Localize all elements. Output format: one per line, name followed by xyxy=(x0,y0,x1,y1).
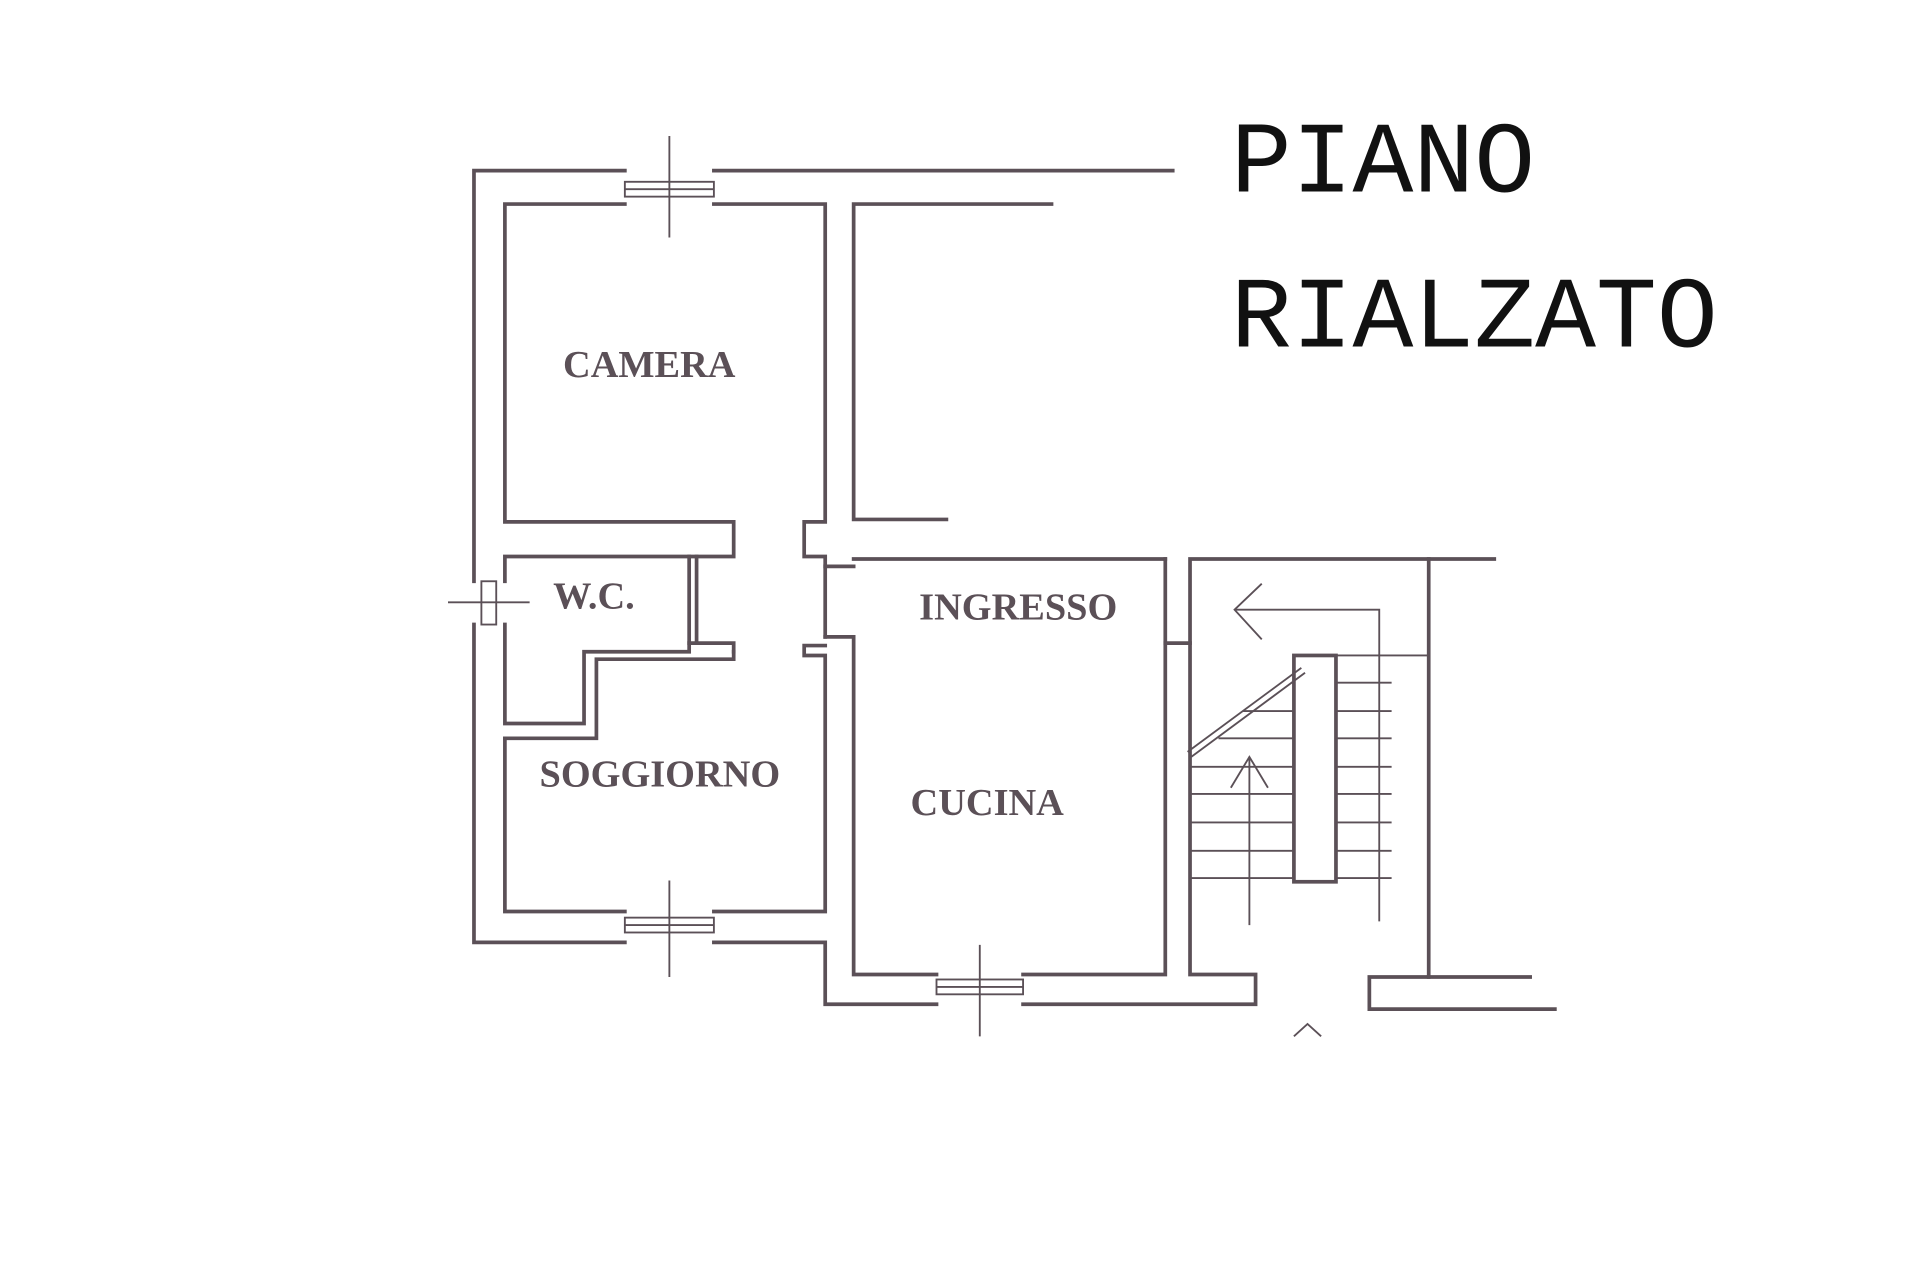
room-label-ingresso: INGRESSO xyxy=(919,587,1117,629)
staircase xyxy=(1187,583,1429,1038)
inner-walls xyxy=(503,202,1192,977)
outer-walls xyxy=(472,168,1557,1012)
stair-arrow-icon xyxy=(1230,583,1381,1038)
room-label-wc: W.C. xyxy=(553,575,635,617)
room-label-cucina: CUCINA xyxy=(911,782,1065,824)
plan-title-line2: RIALZATO xyxy=(1231,263,1718,377)
room-label-soggiorno: SOGGIORNO xyxy=(540,754,781,796)
windows xyxy=(448,136,1024,1037)
plan-title-line1: PIANO xyxy=(1231,109,1535,223)
room-label-camera: CAMERA xyxy=(563,344,736,386)
